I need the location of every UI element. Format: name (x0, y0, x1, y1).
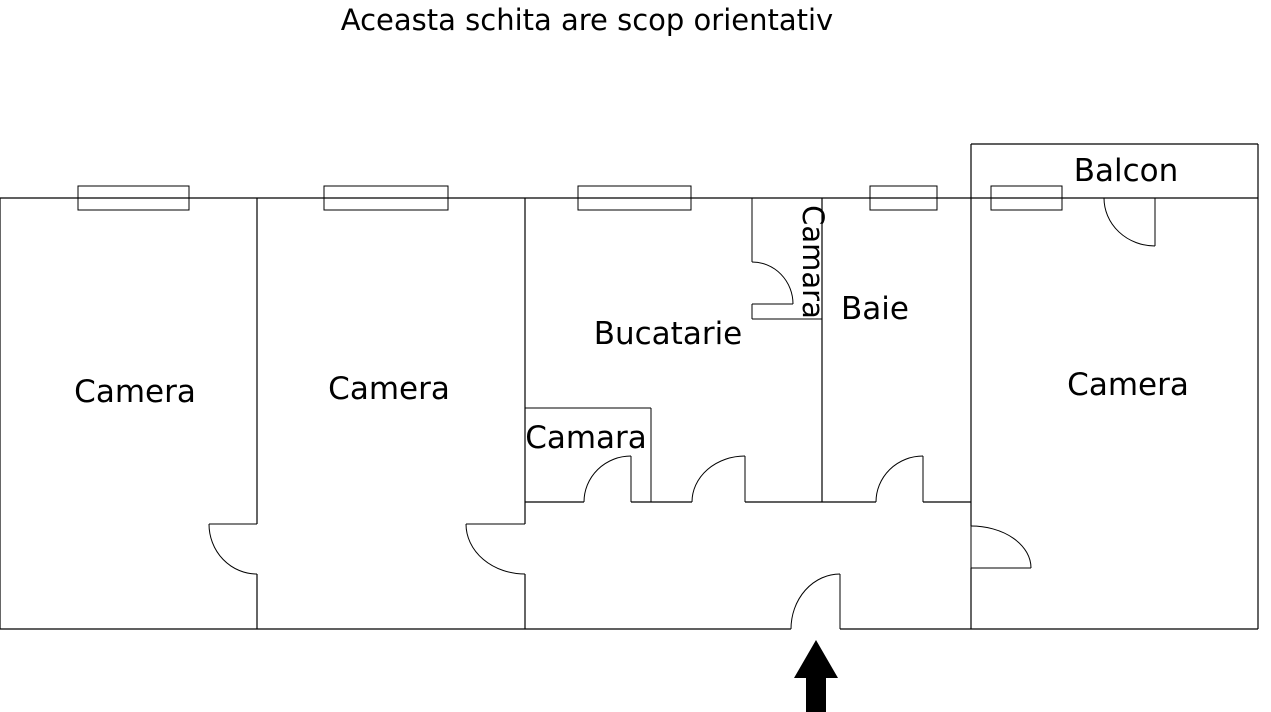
room-label-camara-2: Camara (525, 420, 647, 456)
window (577, 185, 692, 211)
window (323, 185, 449, 211)
door-pantry2 (583, 455, 632, 503)
door-bath (875, 455, 924, 503)
door-kitchen (691, 455, 746, 503)
room-label-camera-3: Camera (1067, 367, 1189, 403)
door-room2 (465, 523, 526, 575)
plan-title: Aceasta schita are scop orientativ (341, 3, 833, 37)
door-balcony (1103, 197, 1156, 247)
interior-walls (256, 198, 972, 629)
room-label-baie: Baie (841, 291, 909, 327)
windows (77, 185, 1063, 211)
doors (208, 197, 1156, 630)
window (869, 185, 938, 211)
door-pantry1 (751, 261, 794, 305)
door-entrance (790, 573, 841, 630)
door-room1 (208, 523, 258, 575)
room-label-camara-1: Camara (796, 205, 830, 319)
entrance-arrow-icon (794, 640, 838, 712)
door-room3 (970, 525, 1032, 569)
window (77, 185, 190, 211)
room-label-camera-2: Camera (328, 371, 450, 407)
room-label-camera-1: Camera (74, 374, 196, 410)
room-label-balcon: Balcon (1074, 153, 1179, 189)
balcony-outline (970, 143, 1258, 198)
room-label-bucatarie: Bucatarie (594, 316, 743, 352)
window (990, 185, 1063, 211)
